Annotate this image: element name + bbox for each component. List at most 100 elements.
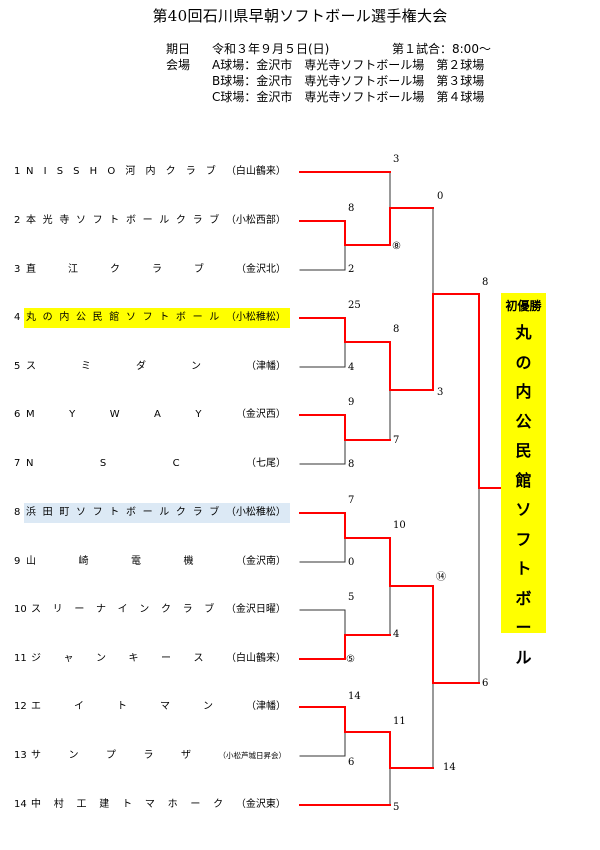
score-label: 4 [348,362,355,373]
score-label: ⑭ [436,572,446,583]
team-name-char: ン [203,701,213,712]
team-name-char: ザ [181,750,191,761]
score-label: 3 [437,387,444,398]
team-name-char: Y [195,409,202,420]
score-label: 8 [348,459,355,470]
champion-name-char: 内 [515,382,532,401]
champion-name-char: ソ [515,500,532,519]
team-name-char: ー [74,604,85,615]
team-name-char: フ [92,215,103,226]
team-name-char: ル [159,215,170,226]
team-name-char: ボ [125,215,136,226]
team-name-char: 本 [26,215,36,226]
team-number: 8 [14,507,21,518]
team-name-char: ラ [192,215,203,226]
team-name-char: ホ [167,799,178,810]
team-name-char: ス [26,361,36,372]
team-name-char: ク [110,264,120,275]
venue-label: 会場 [166,58,191,72]
team-name-char: S [56,166,64,177]
date-value: 令和３年９月５日(日) [212,42,330,56]
team-name: 浜田町ソフトボールクラブ（小松稚松） [24,503,290,523]
team-number: 2 [14,215,21,226]
team-region: （小松稚松） [225,507,286,518]
team-region: （小松芦城日昇会） [218,751,287,760]
score-label: 7 [393,435,400,446]
score-label: 7 [348,495,355,506]
team-name-char: ク [175,507,186,518]
champion-box: 初優勝 丸の内公民館ソフトボール [501,293,546,667]
team-name-char: ブ [194,264,204,275]
team-name-char: ジ [31,653,41,664]
team-name-char: 田 [42,507,53,518]
champion-name-char: 館 [515,470,532,490]
team-name-char: マ [160,701,170,712]
team-name-char: ク [165,166,176,177]
team-name-char: ン [191,361,201,372]
team-name-char: ラ [185,166,196,177]
team-name-char: 館 [109,312,120,323]
team-name-char: エ [31,701,41,712]
team-number: 10 [14,604,27,615]
team-name-char: ソ [125,312,136,323]
team-name-char: ン [68,750,79,761]
team-name-char: S [73,166,80,177]
team-name-char: ソ [75,215,86,226]
team-name-char: ブ [209,215,220,226]
team-name-char: 電 [131,556,141,567]
team-name-char: Y [69,409,76,420]
team-name-char: 建 [99,799,110,810]
team-name-char: キ [128,653,139,664]
team-name: 山崎電機（金沢南） [24,552,290,572]
team-name-char: ー [190,799,201,810]
team-region: （小松西部） [225,215,286,226]
team-region: （白山鶴来） [226,653,286,664]
score-label: 11 [393,716,406,727]
team-name-char: ブ [204,604,215,615]
team-name-char: サ [31,750,41,761]
team-name-char: ー [142,507,153,518]
team-name-char: ー [192,312,203,323]
team-number: 3 [14,264,21,275]
first-match-time: 第１試合：8:00～ [392,42,491,56]
team-name-char: の [42,312,53,323]
champion-name-char: の [515,352,532,372]
score-label: 3 [393,154,400,165]
team-name-char: 公 [75,312,86,323]
team-name-char: H [89,166,98,177]
score-label: ⑤ [346,654,355,665]
team-name-char: ャ [63,653,74,664]
team-name-char: ラ [192,507,203,518]
team-region: （小松稚松） [225,312,286,323]
score-label: 8 [348,203,355,214]
team-name: サンプラザ（小松芦城日昇会） [29,746,290,766]
score-label: 9 [348,397,355,408]
score-label: 14 [443,762,456,773]
score-label: 14 [348,691,361,702]
score-label: 8 [482,277,489,288]
team-name-char: ト [109,507,120,518]
team-name-char: 内 [59,312,70,323]
team-name-char: ト [159,312,170,323]
team-name-char: 浜 [26,507,36,518]
team-name: スリーナインクラブ（金沢日曜） [29,600,290,620]
team-name-char: ス [31,604,41,615]
team-region: （金沢北） [236,264,286,275]
team-name-char: C [172,458,180,469]
team-number: 1 [14,166,21,177]
team-name-char: 村 [53,799,64,810]
page-title: 第40回石川県早朝ソフトボール選手権大会 [152,7,448,25]
team-name: 直江クラブ（金沢北） [24,260,290,280]
team-name-char: ボ [175,312,186,323]
team-number: 9 [14,556,21,567]
champion-name-char: ー [515,618,532,637]
score-label: ⑧ [392,241,401,252]
